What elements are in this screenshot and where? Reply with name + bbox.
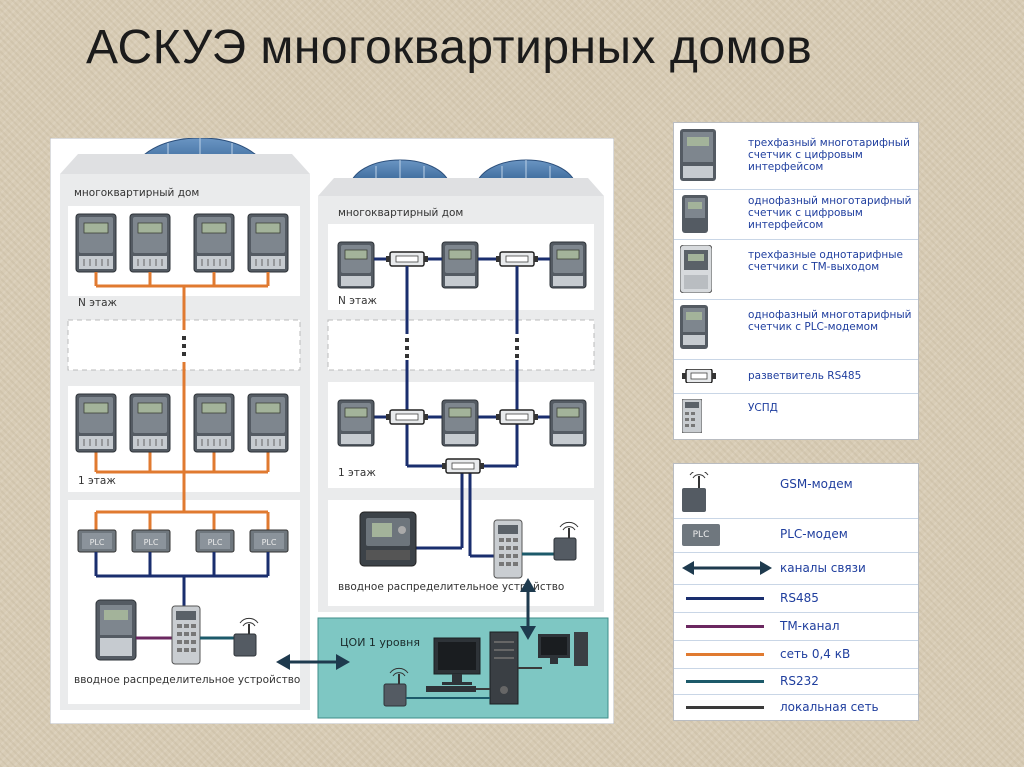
device-legend: трехфазный многотарифный счетчик с цифро… [673, 122, 919, 440]
power-line-sample [686, 653, 764, 656]
legend-row: однофазный многотарифный счетчик с PLC-м… [674, 299, 918, 360]
legend-text: однофазный многотарифный счетчик с цифро… [748, 195, 912, 231]
slide-title: АСКУЭ многоквартирных домов [86, 21, 813, 74]
left-building: многоквартирный дом [60, 138, 310, 710]
right-building: многоквартирный дом [318, 159, 604, 612]
comm-legend: GSM-модем PLC PLC-модем каналы связи RS4… [673, 463, 919, 721]
legend-row: трехфазный многотарифный счетчик с цифро… [674, 123, 918, 190]
left-switchboard-label: вводное распределительное устройство [74, 674, 300, 686]
legend-row: УСПД [674, 393, 918, 439]
tm-line-sample [686, 625, 764, 628]
legend-text: каналы связи [780, 561, 866, 575]
legend-row: сеть 0,4 кВ [674, 640, 918, 669]
legend-text: RS485 [780, 591, 819, 605]
legend-row: PLC PLC-модем [674, 518, 918, 553]
left-floor-n-label: N этаж [78, 297, 118, 309]
legend-row: GSM-модем [674, 464, 918, 519]
plc-modem-icon: PLC [682, 524, 720, 546]
legend-text: однофазный многотарифный счетчик с PLC-м… [748, 309, 912, 333]
legend-row: ТМ-канал [674, 612, 918, 641]
gsm-modem-icon [682, 472, 709, 512]
legend-text: трехфазные однотарифные счетчики с ТМ-вы… [748, 249, 904, 273]
legend-text: трехфазный многотарифный счетчик с цифро… [748, 137, 910, 173]
legend-row: однофазный многотарифный счетчик с цифро… [674, 189, 918, 240]
legend-row: трехфазные однотарифные счетчики с ТМ-вы… [674, 239, 918, 300]
right-floor-n-label: N этаж [338, 295, 378, 307]
legend-text: сеть 0,4 кВ [780, 647, 851, 661]
three-phase-multitariff-meter-icon [680, 129, 716, 181]
single-phase-multitariff-meter-icon [682, 195, 708, 233]
legend-text: локальная сеть [780, 700, 879, 714]
legend-row: RS232 [674, 668, 918, 695]
right-switchboard-label: вводное распределительное устройство [338, 581, 564, 593]
rs485-line-sample [686, 597, 764, 600]
legend-text: разветвитель RS485 [748, 370, 862, 382]
legend-row: RS485 [674, 584, 918, 613]
right-building-label: многоквартирный дом [338, 207, 463, 219]
double-arrow-icon [682, 561, 772, 575]
askue-diagram: PLC [50, 138, 614, 724]
comm-arrow-left [276, 654, 350, 670]
single-phase-plc-meter-icon [680, 305, 708, 349]
legend-text: УСПД [748, 402, 778, 414]
comm-arrow-vertical [520, 578, 536, 640]
legend-row: каналы связи [674, 552, 918, 585]
plc-modem-label: PLC [692, 530, 710, 540]
lan-line-sample [686, 706, 764, 709]
data-center-label: ЦОИ 1 уровня [340, 636, 420, 649]
legend-text: ТМ-канал [780, 619, 840, 633]
legend-text: PLC-модем [780, 527, 848, 541]
legend-text: GSM-модем [780, 477, 853, 491]
uspd-icon [682, 399, 702, 433]
legend-row: разветвитель RS485 [674, 359, 918, 394]
legend-text: RS232 [780, 674, 819, 688]
three-phase-single-tariff-meter-icon [680, 245, 712, 293]
left-building-label: многоквартирный дом [74, 187, 199, 199]
left-floor-1-label: 1 этаж [78, 475, 116, 487]
right-floor-1-label: 1 этаж [338, 467, 376, 479]
rs485-splitter-icon [682, 369, 716, 383]
data-center: ЦОИ 1 уровня [317, 617, 609, 719]
rs232-line-sample [686, 680, 764, 683]
legend-row: локальная сеть [674, 694, 918, 720]
